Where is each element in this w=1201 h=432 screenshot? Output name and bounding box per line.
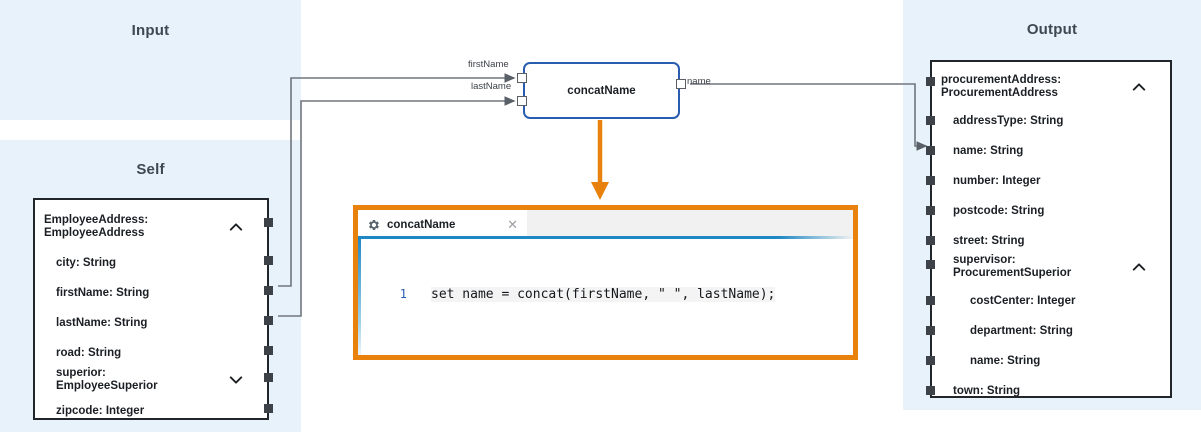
chevron-down-icon[interactable]	[229, 373, 243, 387]
connector-port[interactable]	[926, 326, 935, 335]
connector-port[interactable]	[926, 206, 935, 215]
connector-port[interactable]	[264, 404, 273, 413]
connector-port[interactable]	[926, 146, 935, 155]
tree-row-label: name: String	[970, 354, 1041, 367]
self-structure-card: EmployeeAddress: EmployeeAddress city: St…	[33, 198, 269, 420]
connector-port[interactable]	[926, 236, 935, 245]
output-structure-card: procurementAddress: ProcurementAddress ad…	[930, 60, 1172, 398]
tree-row-label: postcode: String	[953, 204, 1045, 217]
panel-output-title: Output	[1026, 21, 1078, 38]
connector-port[interactable]	[926, 260, 935, 269]
tree-row-label: EmployeeAddress: EmployeeAddress	[44, 214, 149, 239]
editor-tab-title: concatName	[387, 218, 456, 231]
tree-row-label: supervisor: ProcurementSuperior	[953, 254, 1072, 279]
tree-row[interactable]: superior: EmployeeSuperior	[35, 365, 267, 395]
tree-row-label: zipcode: Integer	[56, 404, 145, 417]
tree-row[interactable]: lastName: String	[35, 312, 267, 334]
function-node-concatname[interactable]: concatName	[523, 62, 680, 119]
node-output-label-name: name	[687, 76, 711, 87]
tree-row[interactable]: number: Integer	[932, 170, 1170, 192]
connector-port[interactable]	[926, 116, 935, 125]
code-line-1: 1 set name = concat(firstName, " ", last…	[361, 287, 853, 302]
code-editor-panel[interactable]: concatName ✕ 1 set name = concat(firstNa…	[353, 205, 858, 360]
connector-port[interactable]	[264, 286, 273, 295]
panel-self-title: Self	[136, 161, 165, 178]
tree-row[interactable]: department: String	[932, 320, 1170, 342]
panel-input-title: Input	[131, 22, 170, 39]
tree-row[interactable]: supervisor: ProcurementSuperior	[932, 252, 1170, 282]
node-output-port-name[interactable]	[676, 79, 686, 89]
tree-row[interactable]: costCenter: Integer	[932, 290, 1170, 312]
tree-row[interactable]: procurementAddress: ProcurementAddress	[932, 70, 1170, 104]
editor-tab-underline	[358, 236, 853, 239]
editor-code-area[interactable]: 1 set name = concat(firstName, " ", last…	[358, 239, 853, 355]
tree-row[interactable]: firstName: String	[35, 282, 267, 304]
tree-row[interactable]: town: String	[932, 380, 1170, 402]
tree-row-label: street: String	[953, 234, 1025, 247]
gear-icon	[368, 219, 380, 231]
chevron-up-icon[interactable]	[229, 220, 243, 234]
connector-port[interactable]	[264, 316, 273, 325]
tree-row[interactable]: addressType: String	[932, 110, 1170, 132]
connector-port[interactable]	[264, 218, 273, 227]
tree-row-label: road: String	[56, 346, 122, 359]
connector-port[interactable]	[926, 77, 935, 86]
tree-row-label: procurementAddress: ProcurementAddress	[941, 74, 1062, 99]
tree-row[interactable]: road: String	[35, 342, 267, 364]
tree-row[interactable]: EmployeeAddress: EmployeeAddress	[35, 210, 267, 244]
tree-row[interactable]: zipcode: Integer	[35, 400, 267, 422]
tree-row-label: costCenter: Integer	[970, 294, 1076, 307]
tree-row[interactable]: city: String	[35, 252, 267, 274]
tree-row-label: city: String	[56, 256, 117, 269]
close-icon[interactable]: ✕	[507, 217, 518, 232]
chevron-up-icon[interactable]	[1132, 260, 1146, 274]
editor-tab-concatname[interactable]: concatName ✕	[358, 210, 527, 239]
node-input-port-firstname[interactable]	[517, 73, 527, 83]
tree-row-label: number: Integer	[953, 174, 1041, 187]
tree-row[interactable]: name: String	[932, 140, 1170, 162]
connector-port[interactable]	[264, 373, 273, 382]
tree-row[interactable]: street: String	[932, 230, 1170, 252]
tree-row-label: superior: EmployeeSuperior	[56, 367, 158, 392]
tree-row-label: addressType: String	[953, 114, 1064, 127]
connector-port[interactable]	[926, 356, 935, 365]
function-node-title: concatName	[567, 84, 636, 97]
tree-row-label: town: String	[953, 384, 1021, 397]
connector-port[interactable]	[926, 386, 935, 395]
tree-row-label: firstName: String	[56, 286, 150, 299]
tree-row-label: department: String	[970, 324, 1073, 337]
node-input-port-lastname[interactable]	[517, 96, 527, 106]
code-text[interactable]: set name = concat(firstName, " ", lastNa…	[431, 287, 776, 302]
line-number: 1	[399, 287, 407, 301]
tree-row[interactable]: name: String	[932, 350, 1170, 372]
connector-port[interactable]	[926, 176, 935, 185]
connector-port[interactable]	[264, 256, 273, 265]
node-input-label-lastname: lastName	[471, 81, 512, 92]
connector-port[interactable]	[926, 296, 935, 305]
connector-port[interactable]	[264, 346, 273, 355]
tree-row[interactable]: postcode: String	[932, 200, 1170, 222]
panel-input: Input	[0, 0, 301, 120]
node-input-label-firstname: firstName	[468, 59, 509, 70]
tree-row-label: name: String	[953, 144, 1024, 157]
chevron-up-icon[interactable]	[1132, 80, 1146, 94]
editor-tab-bar: concatName ✕	[358, 210, 853, 239]
tree-row-label: lastName: String	[56, 316, 148, 329]
